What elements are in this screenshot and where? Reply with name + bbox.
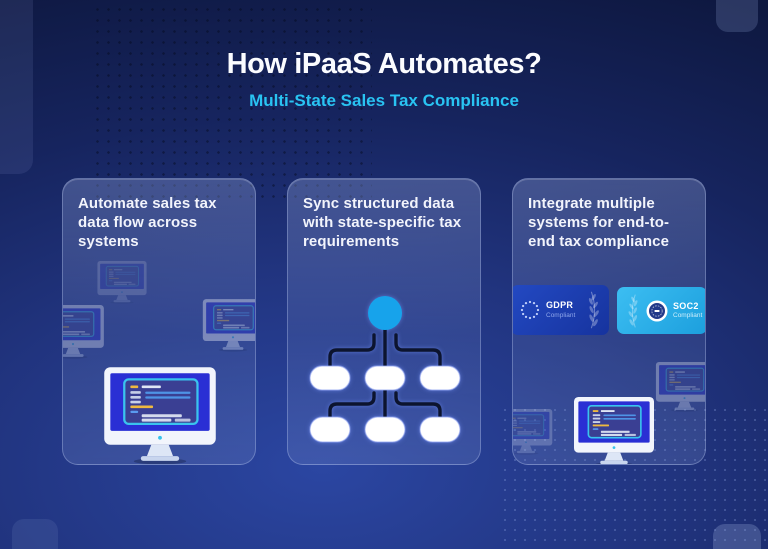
badge-status: Compliant: [546, 311, 576, 319]
corner-decoration-bottom-left: [12, 519, 58, 549]
computer-monitor-icon: [103, 367, 217, 464]
gdpr-compliant-badge: GDPR Compliant: [513, 285, 609, 335]
hierarchy-flowchart-icon: [309, 296, 461, 443]
soc2-seal-icon: [646, 300, 668, 321]
laurel-icon: [627, 293, 639, 328]
card-integrate-systems: Integrate multiple systems for end-to-en…: [512, 178, 706, 465]
eu-stars-icon: [520, 300, 540, 320]
card-heading: Sync structured data with state-specific…: [303, 195, 462, 251]
badge-status: Compliant: [673, 312, 703, 320]
faint-monitor-icon: [655, 362, 705, 412]
faint-monitor-icon: [96, 261, 148, 304]
badge-name: GDPR: [546, 300, 574, 311]
faint-monitor-icon: [202, 299, 255, 352]
card-sync-structured-data: Sync structured data with state-specific…: [287, 178, 481, 465]
corner-decoration-top-right: [716, 0, 758, 32]
card-heading: Automate sales tax data flow across syst…: [78, 195, 217, 251]
computer-monitor-icon: [573, 397, 655, 464]
badge-name: SOC2: [673, 300, 699, 311]
page-title: How iPaaS Automates?: [226, 48, 542, 80]
soc2-compliant-badge: SOC2 Compliant: [617, 287, 705, 334]
laurel-icon: [587, 291, 601, 329]
page-subtitle: Multi-State Sales Tax Compliance: [249, 91, 519, 110]
card-heading: Integrate multiple systems for end-to-en…: [528, 195, 670, 251]
faint-monitor-icon: [513, 409, 553, 455]
corner-decoration-top-left: [0, 0, 33, 174]
cards-row: Automate sales tax data flow across syst…: [62, 178, 707, 465]
card-automate-data-flow: Automate sales tax data flow across syst…: [62, 178, 256, 465]
faint-monitor-icon: [63, 305, 105, 359]
corner-decoration-bottom-right: [713, 524, 761, 549]
